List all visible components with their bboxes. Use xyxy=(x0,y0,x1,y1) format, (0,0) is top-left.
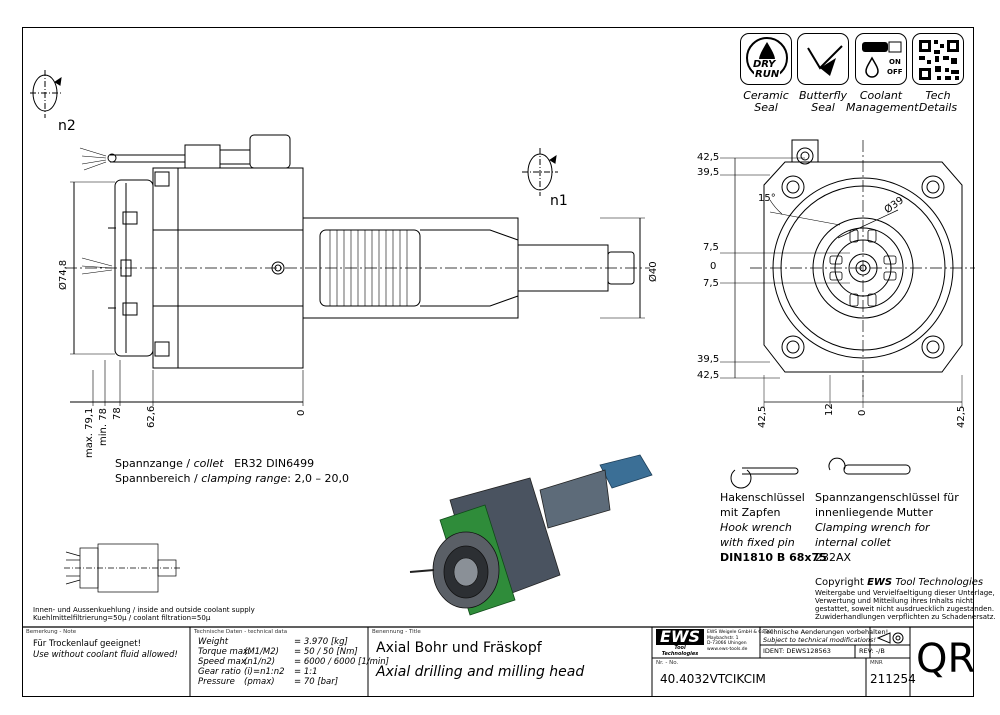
dia-40-label: Ø40 xyxy=(648,261,659,282)
change-en: Subject to technical modifications! xyxy=(763,636,876,644)
qr-badge: QR xyxy=(916,636,976,682)
company-address: EWS Weigele GmbH & Co. KG Maybachstr. 1 … xyxy=(707,630,774,652)
dim-0-label: 0 xyxy=(296,409,307,416)
dry-label: DRY xyxy=(752,59,777,70)
remark-de: Für Trockenlauf geeignet! xyxy=(33,639,141,649)
qr-code-icon xyxy=(912,33,964,85)
rotation-n2-icon xyxy=(30,70,62,118)
v-75b-label: 7,5 xyxy=(703,278,719,289)
h-425l-label: 42,5 xyxy=(757,405,768,428)
off-label: OFF xyxy=(887,68,903,76)
projection-symbol-icon xyxy=(876,630,906,649)
coolant-icon: ON OFF xyxy=(855,33,907,85)
tech-data-table: Weight= 3.970 [kg] Torque max.(M1/M2)= 5… xyxy=(198,637,389,687)
h-0-label: 0 xyxy=(857,409,868,416)
title-de: Axial Bohr und Fräskopf xyxy=(376,640,542,656)
nr-label: Nr. - No. xyxy=(656,660,679,666)
remark-en: Use without coolant fluid allowed! xyxy=(33,650,178,660)
n2-label: n2 xyxy=(58,118,76,134)
ident: IDENT: DEWS128563 xyxy=(763,647,831,655)
title-en: Axial drilling and milling head xyxy=(376,664,585,680)
h-425r-label: 42,5 xyxy=(956,405,967,428)
copyright-block: Copyright EWS Tool Technologies Weiterga… xyxy=(815,577,996,621)
coolant-note: Innen- und Aussenkuehlung / inside and o… xyxy=(33,606,255,622)
dim-78-label: 78 xyxy=(112,407,123,420)
change-de: Technische Aenderungen vorbehalten! xyxy=(763,628,889,636)
dry-run-icon: DRY RUN xyxy=(740,33,792,85)
tech-row: Gear ratio(i)=n1:n2= 1:1 xyxy=(198,667,318,677)
v-0-label: 0 xyxy=(710,261,717,272)
hook-wrench-drawing xyxy=(730,467,799,489)
h-12-label: 12 xyxy=(824,403,835,416)
top-425-label: 42,5 xyxy=(697,152,720,163)
tech-row: Speed max.(n1/n2)= 6000 / 6000 [1/min] xyxy=(198,657,389,667)
mnr-value: 211254 xyxy=(870,672,916,686)
collet-wrench-drawing xyxy=(828,457,911,475)
n1-label: n1 xyxy=(550,193,568,209)
title-label: Benennung - Title xyxy=(372,629,421,635)
clamping-range-line: Spannbereich / clamping range: 2,0 – 20,… xyxy=(115,472,349,485)
dia-748-label: Ø74,8 xyxy=(58,259,69,290)
bot-425-label: 42,5 xyxy=(697,370,720,381)
on-label: ON xyxy=(889,58,901,66)
dim-max-label: max. 79,1 xyxy=(84,407,95,458)
collet-line: Spannzange / collet ER32 DIN6499 xyxy=(115,457,315,470)
tech-label: Technische Daten - technical data xyxy=(194,629,288,635)
hook-wrench-text: Hakenschlüssel mit Zapfen Hook wrench wi… xyxy=(720,491,827,564)
angle-15-label: 15° xyxy=(758,193,776,204)
bot-395-label: 39,5 xyxy=(697,354,720,365)
dim-min-label: min. 78 xyxy=(98,408,109,446)
dim-626-label: 62,6 xyxy=(146,405,157,428)
drawing-sheet xyxy=(22,27,974,697)
v-75a-label: 7,5 xyxy=(703,242,719,253)
product-3d-rendering xyxy=(409,454,653,616)
tech-row: Weight= 3.970 [kg] xyxy=(198,637,348,647)
remark-label: Bemerkung - Note xyxy=(26,629,77,635)
butterfly-icon xyxy=(797,33,849,85)
coolant-schematic xyxy=(64,543,180,593)
tech-row: Pressure(pmax)= 70 [bar] xyxy=(198,677,339,687)
ews-logo: EWS Tool Technologies xyxy=(656,629,704,657)
collet-wrench-text: Spannzangenschlüssel für innenliegende M… xyxy=(815,491,959,564)
rev: REV: -/B xyxy=(859,647,885,655)
nr-value: 40.4032VTCIKCIM xyxy=(660,672,766,686)
rotation-n1-icon xyxy=(522,148,558,196)
mnr-label: MNR xyxy=(870,660,883,666)
run-label: RUN xyxy=(754,69,781,80)
tech-row: Torque max.(M1/M2)= 50 / 50 [Nm] xyxy=(198,647,358,657)
top-395-label: 39,5 xyxy=(697,167,720,178)
